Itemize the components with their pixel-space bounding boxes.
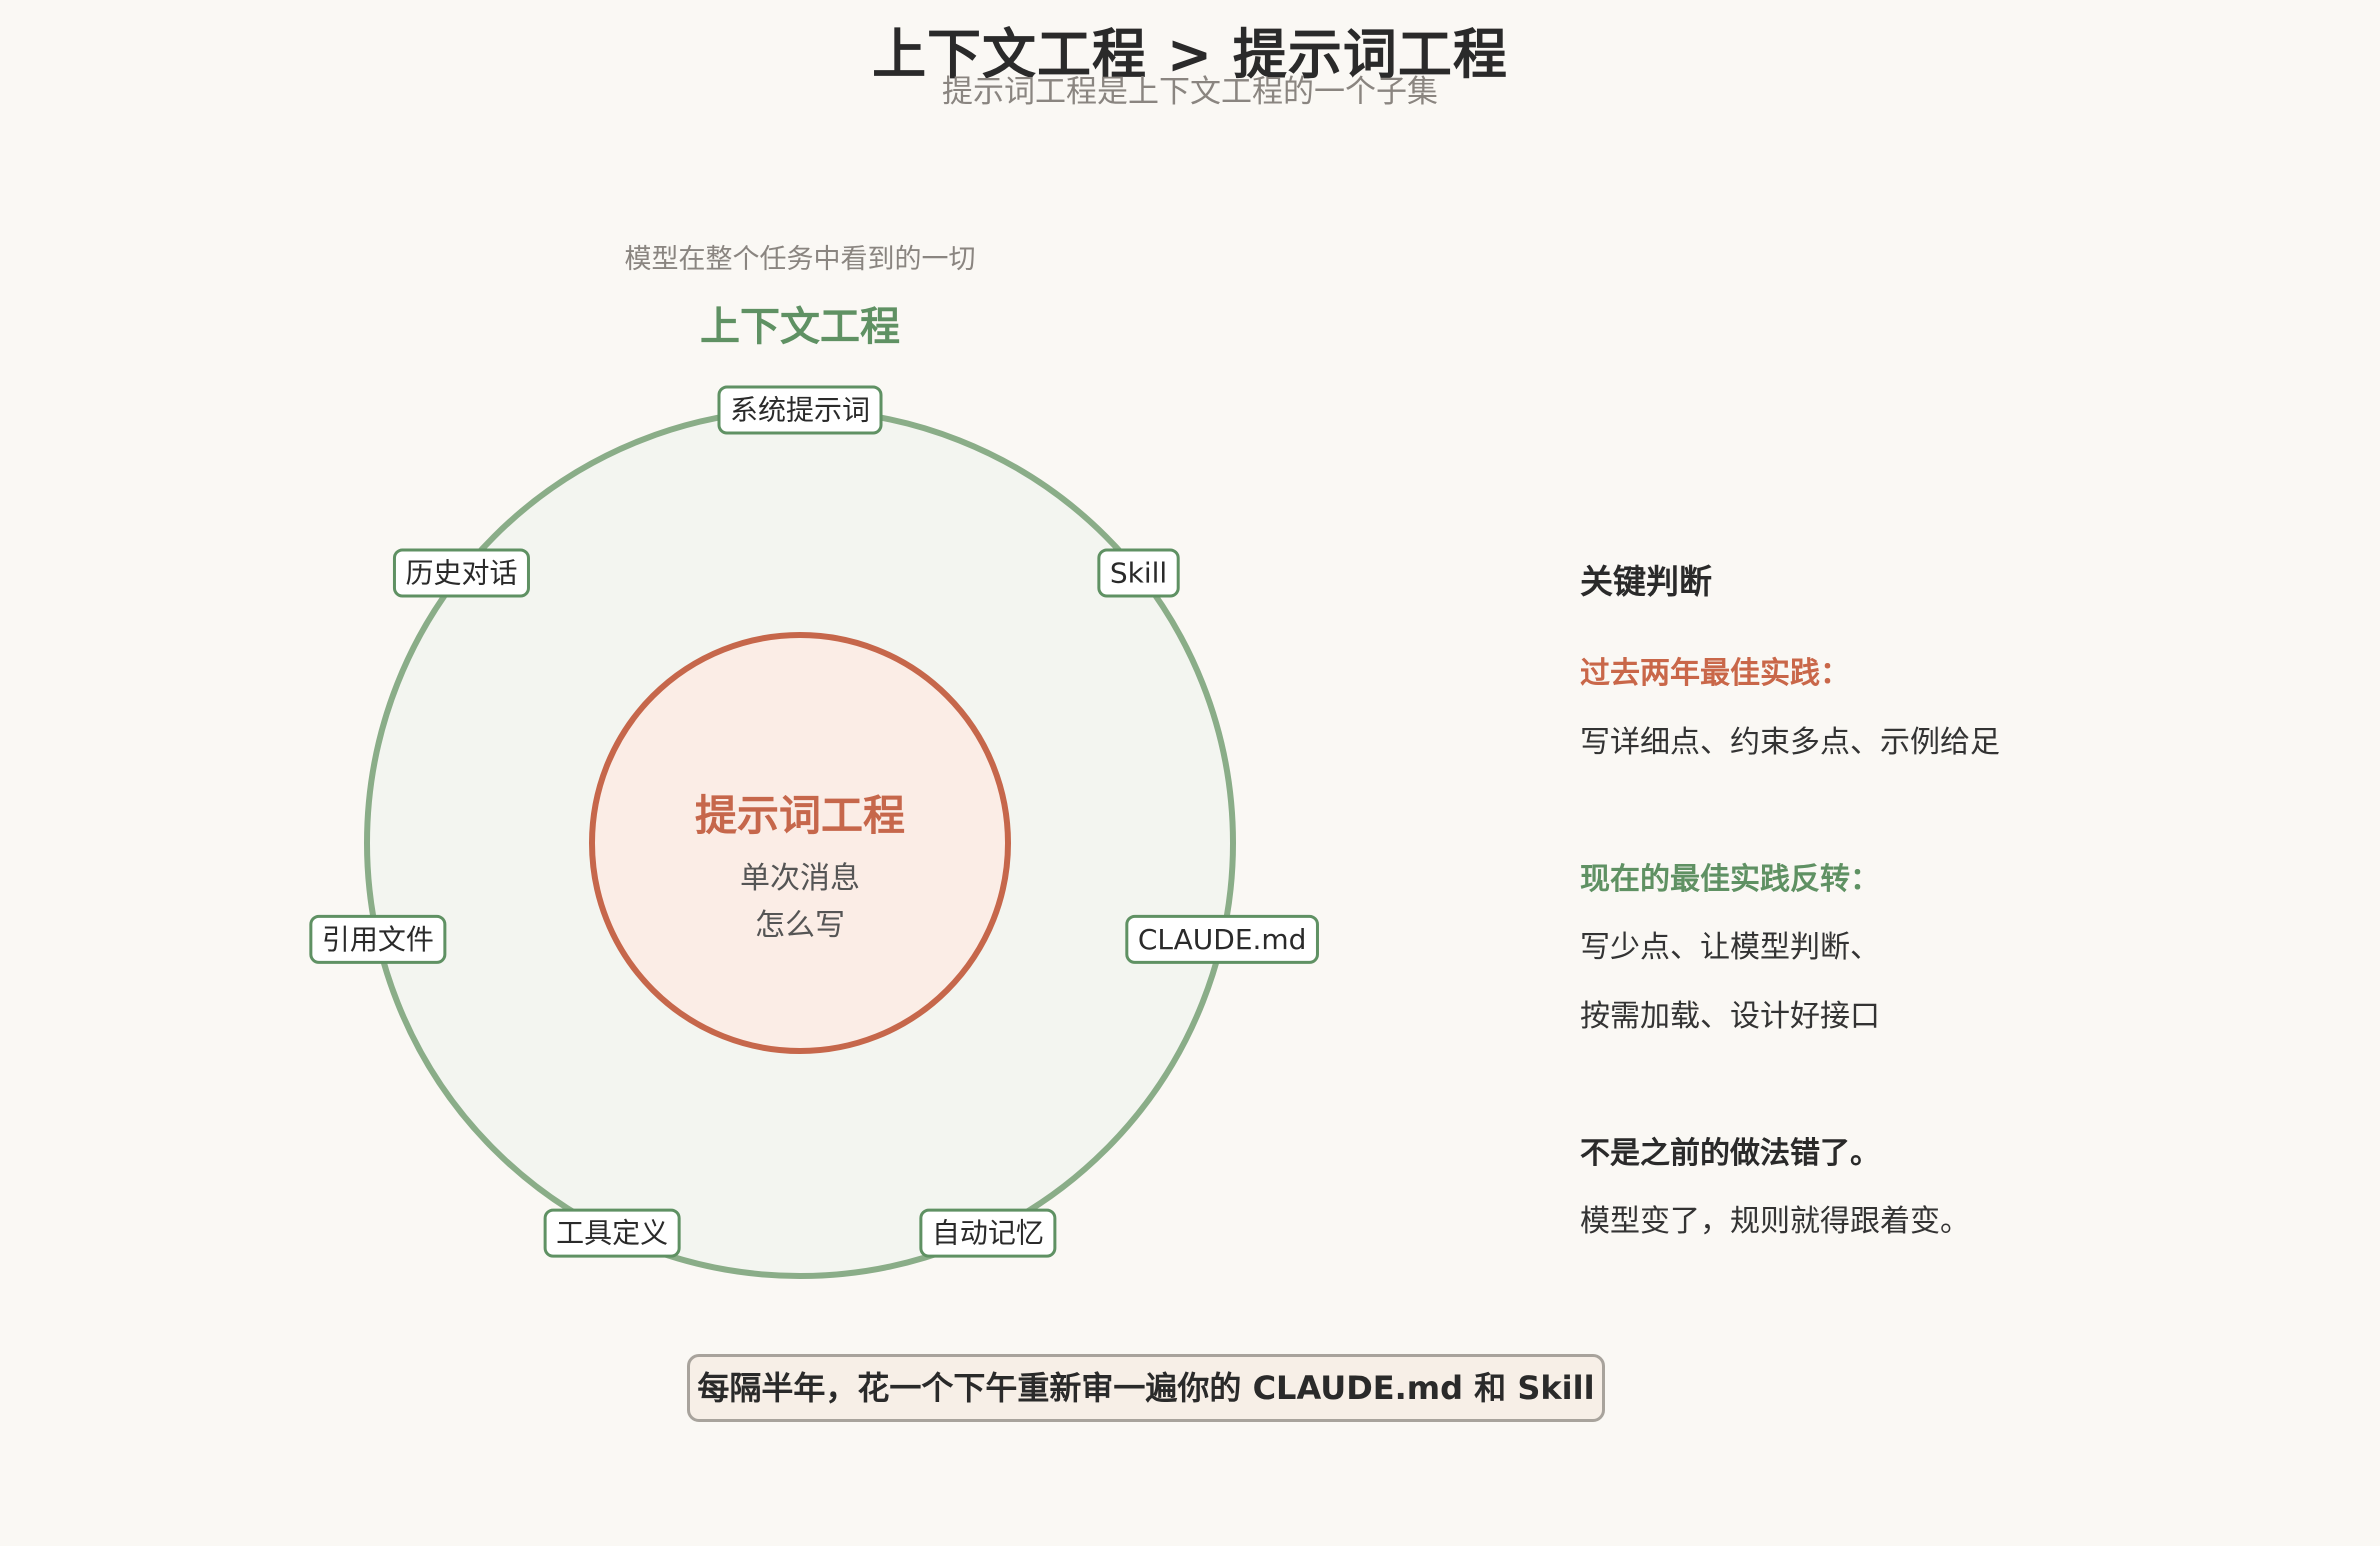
tag-box: [919, 1208, 1057, 1258]
inner-circle-line: 怎么写: [755, 908, 845, 943]
tag-label: CLAUDE.md: [1138, 923, 1307, 956]
tag-label: 自动记忆: [932, 1217, 1044, 1250]
tag-box: [309, 914, 447, 964]
tag-box: [1097, 548, 1180, 598]
tag-label: 历史对话: [405, 557, 517, 590]
current-practice-text: 写少点、让模型判断、: [1580, 930, 1880, 965]
tag: 自动记忆: [919, 1208, 1057, 1258]
tag-label: Skill: [1110, 557, 1167, 590]
tag-box: [392, 548, 530, 598]
past-practice-label: 过去两年最佳实践：: [1580, 656, 1850, 691]
context-diagram: 模型在整个任务中看到的一切 上下文工程 提示词工程 单次消息 怎么写 系统提示词…: [309, 244, 1319, 1279]
tag: 工具定义: [543, 1208, 681, 1258]
inner-circle-line: 单次消息: [740, 861, 860, 896]
tag-label: 系统提示词: [730, 394, 870, 427]
page-subtitle: 提示词工程是上下文工程的一个子集: [942, 74, 1438, 110]
tag: 历史对话: [392, 548, 530, 598]
prompt-engineering-circle: [589, 632, 1011, 1054]
inner-circle-title: 提示词工程: [695, 791, 905, 840]
past-practice-text: 写详细点、约束多点、示例给足: [1580, 725, 2000, 760]
tag-box: [1125, 914, 1319, 964]
outer-circle-caption: 模型在整个任务中看到的一切: [625, 244, 976, 275]
tag: 引用文件: [309, 914, 447, 964]
tag: CLAUDE.md: [1125, 914, 1319, 964]
tag-label: 工具定义: [556, 1217, 668, 1250]
tag-box: [717, 385, 883, 435]
outer-circle-title: 上下文工程: [700, 304, 900, 350]
tag-label: 引用文件: [322, 923, 434, 956]
tag: Skill: [1097, 548, 1180, 598]
conclusion-bold: 不是之前的做法错了。: [1580, 1136, 1880, 1171]
page-title: 上下文工程 > 提示词工程: [872, 23, 1508, 86]
panel-heading: 关键判断: [1580, 562, 1712, 601]
current-practice-text: 按需加载、设计好接口: [1580, 999, 1880, 1034]
conclusion-text: 模型变了，规则就得跟着变。: [1580, 1204, 1970, 1239]
footer-note: 每隔半年，花一个下午重新审一遍你的 CLAUDE.md 和 Skill: [687, 1354, 1605, 1422]
current-practice-label: 现在的最佳实践反转：: [1580, 862, 1880, 897]
tag: 系统提示词: [717, 385, 883, 435]
tag-box: [543, 1208, 681, 1258]
